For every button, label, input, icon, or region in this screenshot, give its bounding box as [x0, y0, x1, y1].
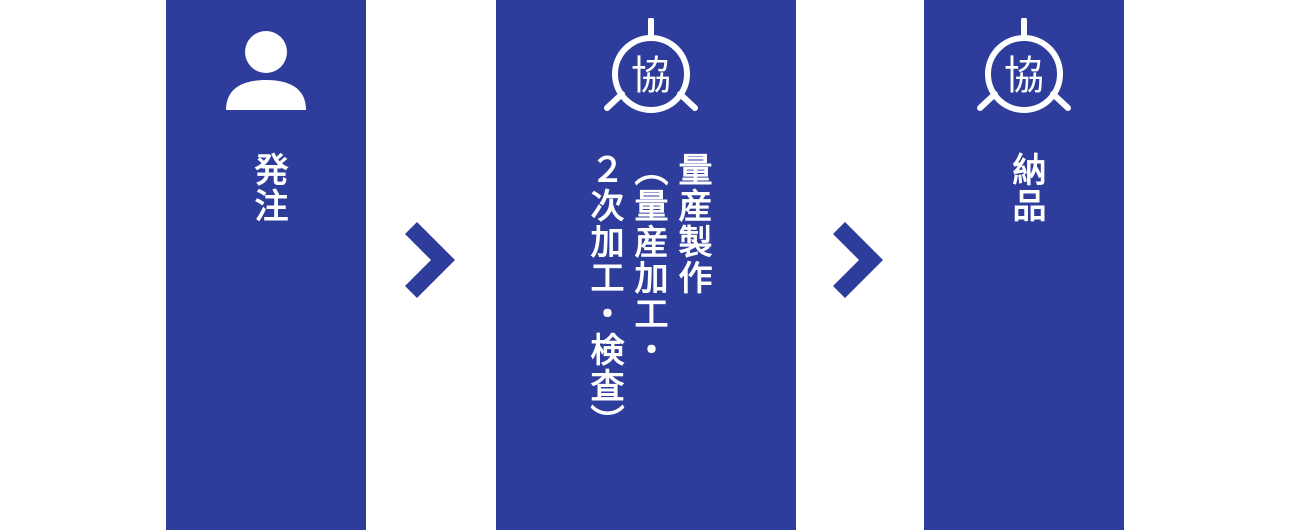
seal-glyph: 協 — [631, 53, 671, 99]
step-delivery-label: 納品 — [1006, 152, 1046, 224]
chevron-right-icon — [833, 222, 883, 298]
person-icon — [226, 31, 306, 110]
chevron-right-icon — [405, 222, 455, 298]
step-order-panel: 発注 — [166, 0, 366, 530]
step-mass-production-panel: 協 量産製作 （量産加工・ ２次加工・検査） — [496, 0, 796, 530]
association-seal-icon: 協 — [977, 18, 1071, 113]
association-seal-icon: 協 — [604, 18, 698, 113]
step-delivery-panel: 協 納品 — [924, 0, 1124, 530]
step-order-label: 発注 — [248, 152, 288, 224]
seal-glyph: 協 — [1004, 53, 1044, 99]
step-mass-production-label: 量産製作 （量産加工・ ２次加工・検査） — [584, 152, 712, 440]
